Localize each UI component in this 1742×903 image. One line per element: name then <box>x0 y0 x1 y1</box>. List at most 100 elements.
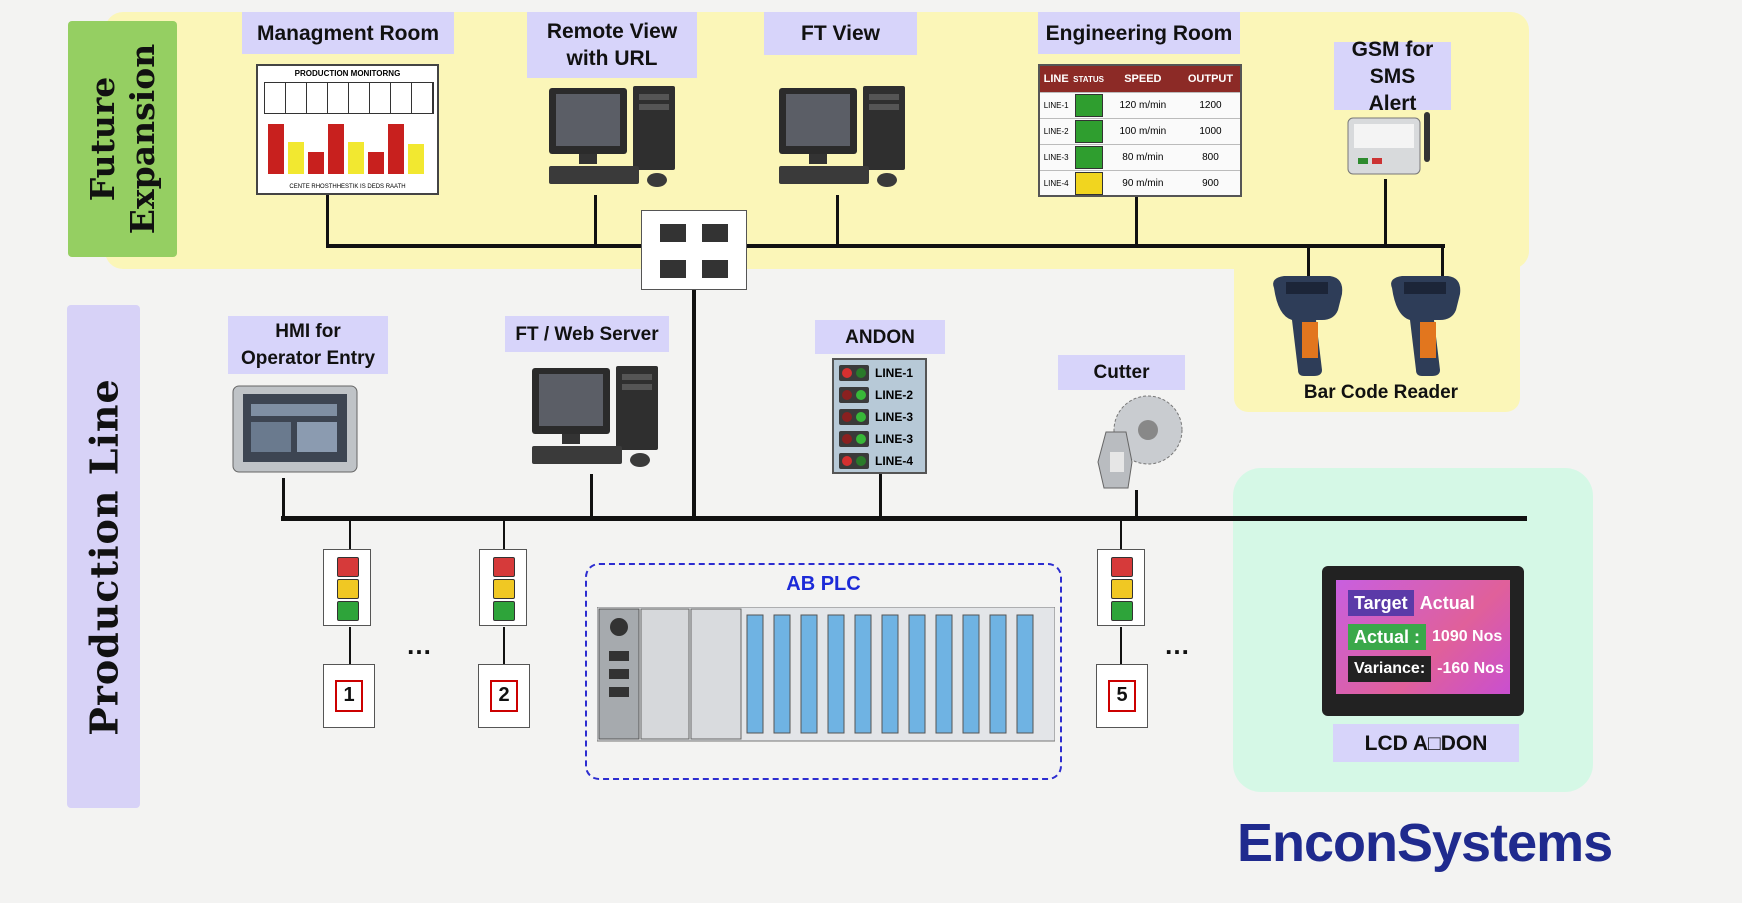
row-speed: 120 m/min <box>1119 100 1167 111</box>
row-line: LINE-1 <box>1043 101 1069 110</box>
wire-hmi <box>282 478 285 518</box>
red-light-icon <box>337 557 359 577</box>
andon-line-label: LINE-4 <box>875 454 914 468</box>
ab-plc-label: AB PLC <box>786 573 861 595</box>
andon-lamp-icon <box>839 409 869 425</box>
barcode-reader-icon <box>1273 276 1343 376</box>
lcd-target-label: Target <box>1348 590 1414 616</box>
station-box: 1 <box>323 664 375 728</box>
stack-light <box>323 549 371 626</box>
status-indicator <box>1074 172 1103 195</box>
andon-line-label: LINE-1 <box>875 366 914 380</box>
switch-vertical-link <box>692 290 696 518</box>
wire-gsm <box>1384 179 1387 246</box>
header-speed: SPEED <box>1124 73 1162 85</box>
status-cell <box>1072 172 1104 195</box>
station-number: 5 <box>1108 680 1136 712</box>
wire-andon <box>879 474 882 518</box>
green-light-icon <box>493 601 515 621</box>
remote-view-computer-icon <box>549 86 675 187</box>
yellow-light-icon <box>337 579 359 599</box>
row-line: LINE-4 <box>1043 179 1069 188</box>
wire-tl1 <box>349 518 351 550</box>
yellow-light-icon <box>493 579 515 599</box>
ab-plc-group: AB PLC <box>585 563 1062 780</box>
lcd-andon-display: Target Actual Actual : 1090 Nos Variance… <box>1322 566 1524 716</box>
lcd-actual-value: 1090 Nos <box>1432 628 1503 645</box>
stack-light <box>1097 549 1145 626</box>
andon-line-label: LINE-3 <box>875 432 914 446</box>
lcd-actual-label: Actual : <box>1348 624 1427 650</box>
bar-red-2 <box>308 152 324 174</box>
header-status: STATUS <box>1073 74 1104 84</box>
wire-engineering <box>1135 196 1138 246</box>
table-header: LINE STATUS SPEED OUTPUT <box>1040 66 1240 92</box>
andon-line-item: LINE-2 <box>834 384 925 406</box>
engineering-room-label: Engineering Room <box>1038 12 1240 54</box>
andon-lamp-icon <box>839 453 869 469</box>
remote-view-label: Remote View with URL <box>527 12 697 78</box>
monitoring-title: PRODUCTION MONITORNG <box>294 69 401 78</box>
row-output: 900 <box>1202 178 1219 189</box>
brand-logo-text: EnconSystems <box>1237 813 1613 873</box>
andon-line-label: LINE-2 <box>875 388 914 402</box>
production-monitoring-panel: PRODUCTION MONITORNG CENTE RHOSTHHESTIK … <box>256 64 439 195</box>
andon-lamp-icon <box>839 387 869 403</box>
wire-tl2 <box>503 518 505 550</box>
ellipsis-left: … <box>406 630 436 660</box>
port-icon <box>660 224 686 242</box>
station-number: 2 <box>490 680 518 712</box>
status-cell <box>1072 146 1104 169</box>
lcd-target-row: Target Actual <box>1348 590 1481 616</box>
cutter-label: Cutter <box>1058 355 1185 390</box>
andon-line-label: LINE-3 <box>875 410 914 424</box>
wire-ftview <box>836 195 839 246</box>
row-line: LINE-3 <box>1043 153 1069 162</box>
cutter-saw-icon <box>1097 395 1183 489</box>
green-light-icon <box>337 601 359 621</box>
bar-code-zone <box>1234 230 1520 412</box>
status-indicator <box>1074 94 1103 117</box>
wire-st2 <box>503 627 505 664</box>
lcd-target-value: Actual <box>1419 592 1475 613</box>
andon-lamp-icon <box>839 365 869 381</box>
monitoring-grid <box>264 82 434 114</box>
lcd-variance-value: -160 Nos <box>1437 660 1504 677</box>
wire-barcode-2 <box>1441 246 1444 276</box>
lcd-variance-row: Variance: -160 Nos <box>1348 656 1510 682</box>
monitoring-footer: CENTE RHOSTHHESTIK IS DEDS RAATH <box>289 184 406 190</box>
ellipsis-right: … <box>1164 630 1194 660</box>
ft-view-computer-icon <box>779 86 905 187</box>
row-speed: 100 m/min <box>1119 126 1167 137</box>
future-expansion-text: Future Expansion <box>82 43 162 235</box>
production-bus-line <box>281 516 1527 521</box>
table-row: LINE-3 80 m/min 800 <box>1040 144 1240 170</box>
bar-red-5 <box>388 124 404 174</box>
row-output: 800 <box>1202 152 1219 163</box>
lcd-screen: Target Actual Actual : 1090 Nos Variance… <box>1336 580 1510 694</box>
yellow-light-icon <box>1111 579 1133 599</box>
engineering-status-table: LINE STATUS SPEED OUTPUT LINE-1 120 m/mi… <box>1038 64 1242 197</box>
production-line-side-label: Production Line <box>67 305 140 808</box>
bar-red-1 <box>268 124 284 174</box>
gsm-label: GSM for SMS Alert <box>1334 38 1451 115</box>
port-icon <box>660 260 686 278</box>
andon-line-item: LINE-3 <box>834 406 925 428</box>
row-speed: 90 m/min <box>1122 178 1164 189</box>
bar-code-reader-label: Bar Code Reader <box>1303 382 1459 403</box>
bar-red-4 <box>368 152 384 174</box>
red-light-icon <box>493 557 515 577</box>
wire-webserver <box>590 474 593 518</box>
plc-rack-icon <box>597 607 1055 742</box>
hmi-touch-panel-icon <box>232 385 358 473</box>
red-light-icon <box>1111 557 1133 577</box>
andon-line-item: LINE-1 <box>834 362 925 384</box>
row-output: 1000 <box>1199 126 1222 137</box>
future-expansion-side-label: Future Expansion <box>68 21 177 257</box>
status-indicator <box>1074 146 1103 169</box>
station-box: 5 <box>1096 664 1148 728</box>
barcode-reader-icon <box>1391 276 1461 376</box>
wire-st1 <box>349 627 351 664</box>
andon-line-item: LINE-4 <box>834 450 925 472</box>
management-room-label: Managment Room <box>242 12 454 54</box>
